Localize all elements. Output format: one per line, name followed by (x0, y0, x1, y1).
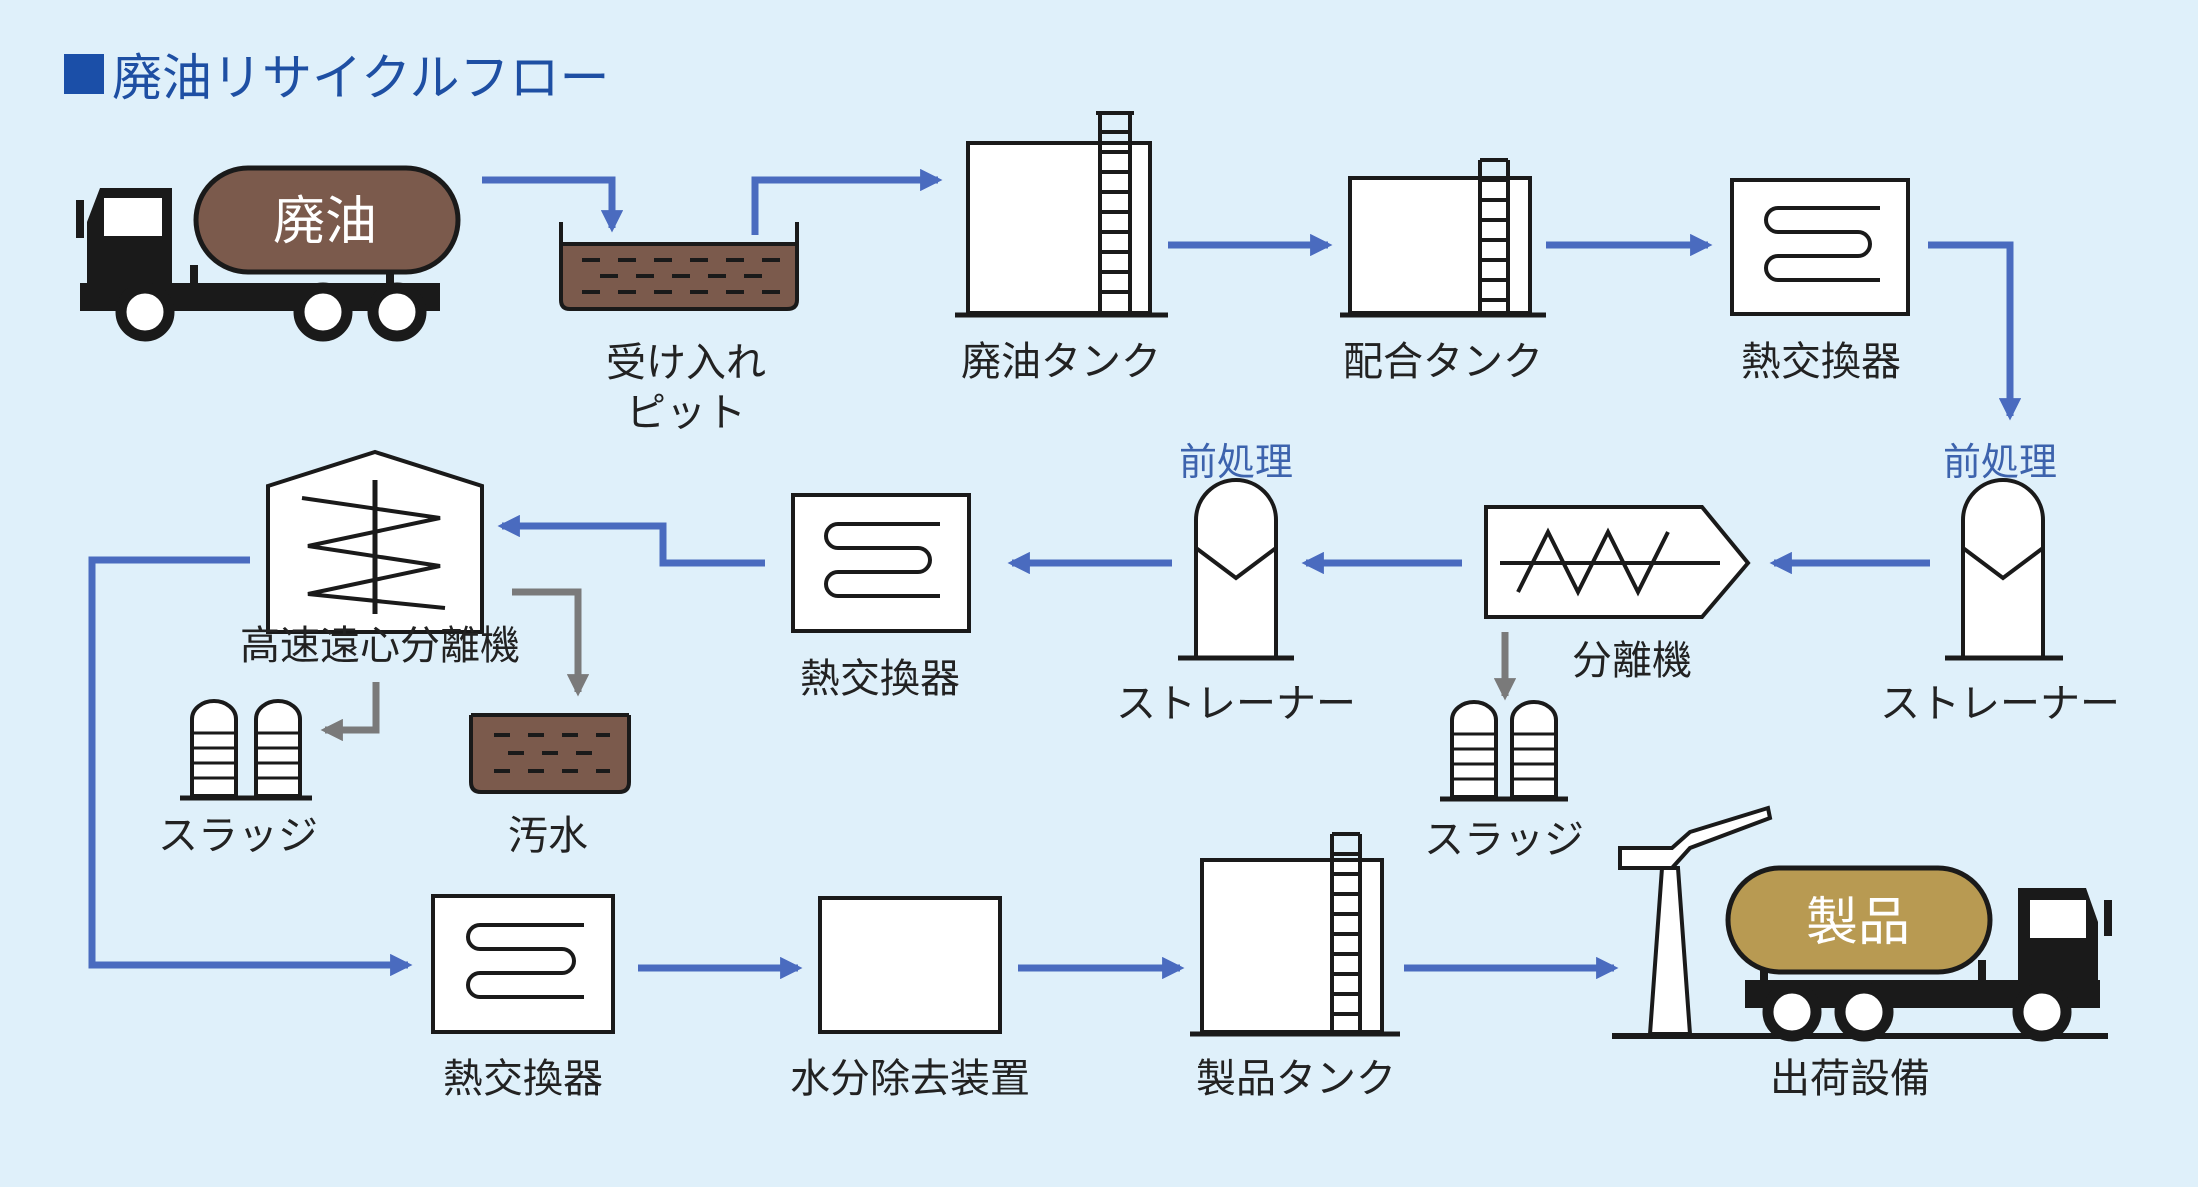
label-sludge-2: スラッジ (158, 813, 318, 859)
label-centrifuge: 高速遠心分離機 (240, 623, 520, 669)
label-pretreatment-1: 前処理 (1942, 440, 2058, 484)
label-heat-exchanger-2: 熱交換器 (800, 656, 960, 702)
arrow-heat-exchanger-to-centrifuge (497, 514, 765, 567)
sludge-2-icon (180, 699, 312, 801)
water-removal-device-icon (818, 896, 1002, 1034)
blending-tank-icon (1340, 158, 1546, 318)
heat-exchanger-1-icon (1730, 178, 1910, 316)
label-strainer-1: ストレーナー (1880, 681, 2120, 727)
arrow-centrifuge-to-sludge (320, 682, 380, 742)
product-tank-icon (1190, 832, 1400, 1037)
label-sludge-1: スラッジ (1424, 817, 1584, 863)
label-waste-oil-tank: 廃油タンク (961, 339, 1161, 385)
arrow-centrifuge-to-heat-exchanger (88, 556, 413, 977)
diagram-title: 廃油リサイクルフロー (64, 38, 610, 110)
label-separator: 分離機 (1572, 638, 1692, 684)
centrifuge-icon (266, 449, 484, 634)
product-truck-label: 製品 (1806, 893, 1910, 953)
strainer-1-icon (1945, 478, 2063, 661)
receiving-pit-icon (559, 222, 799, 311)
label-water-removal: 水分除去装置 (790, 1056, 1030, 1102)
label-wastewater: 汚水 (508, 813, 588, 859)
arrow-heat-exchanger-to-strainer (1928, 241, 2022, 421)
label-shipping: 出荷設備 (1770, 1056, 1930, 1102)
heat-exchanger-2-icon (791, 493, 971, 633)
waste-oil-truck-icon: 廃油 (76, 165, 461, 342)
label-product-tank: 製品タンク (1196, 1056, 1396, 1102)
waste-oil-tank-icon (955, 111, 1168, 318)
sludge-1-icon (1440, 700, 1568, 802)
diagram-title-text: 廃油リサイクルフロー (112, 49, 610, 107)
waste-oil-truck-label: 廃油 (273, 192, 377, 252)
arrow-pit-to-waste-tank (751, 168, 943, 235)
label-heat-exchanger-3: 熱交換器 (443, 1056, 603, 1102)
arrow-truck-to-pit (482, 176, 624, 233)
title-square-icon (64, 54, 104, 94)
label-pretreatment-2: 前処理 (1178, 440, 1294, 484)
label-receiving-pit: 受け入れ ピット (606, 340, 766, 436)
strainer-2-icon (1178, 478, 1294, 661)
separator-icon (1484, 505, 1751, 619)
product-truck-icon: 製品 (1725, 865, 2112, 1042)
label-strainer-2: ストレーナー (1116, 681, 1356, 727)
label-blending-tank: 配合タンク (1343, 339, 1543, 385)
heat-exchanger-3-icon (431, 894, 615, 1034)
wastewater-basin-icon (469, 713, 631, 794)
label-heat-exchanger-1: 熱交換器 (1741, 339, 1901, 385)
arrow-centrifuge-to-wastewater (512, 588, 590, 697)
